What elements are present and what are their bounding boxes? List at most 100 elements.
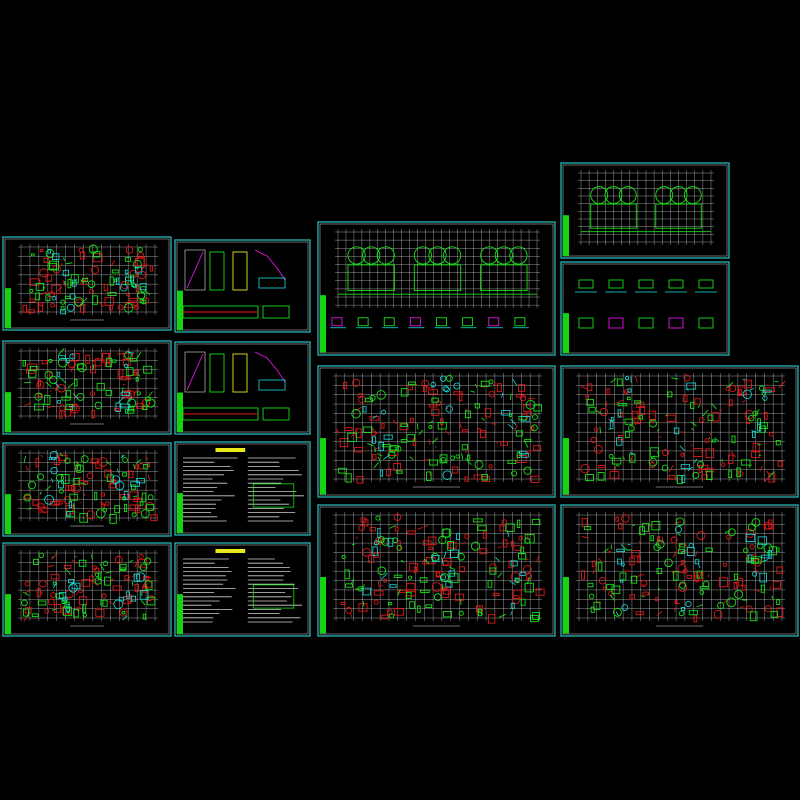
plan-element	[705, 448, 715, 459]
plan-element	[678, 543, 686, 548]
plan-element	[696, 570, 703, 579]
drawing-sheet-plan-2[interactable]	[2, 340, 172, 435]
plan-element	[74, 379, 78, 387]
plan-element	[142, 613, 146, 620]
plan-element	[381, 537, 390, 546]
plan-element	[24, 381, 32, 384]
plan-element	[448, 573, 459, 584]
plan-element	[593, 444, 603, 454]
plan-element	[73, 609, 79, 618]
plan-element	[150, 514, 158, 522]
plan-element	[465, 450, 470, 453]
plan-element	[659, 436, 662, 438]
plan-element	[71, 559, 79, 565]
drawing-sheet-detail-2[interactable]	[174, 341, 311, 435]
title-block-strip	[5, 594, 11, 635]
footing-outline	[347, 264, 395, 291]
plan-element	[400, 559, 405, 563]
plan-element	[615, 611, 619, 616]
plan-element	[524, 533, 535, 544]
plan-element	[629, 452, 636, 456]
drawing-sheet-detail-1[interactable]	[174, 239, 311, 333]
stair-detail	[258, 379, 286, 391]
plan-element	[22, 591, 30, 596]
plan-element	[408, 381, 416, 386]
plan-element	[649, 447, 659, 458]
legend-table	[252, 584, 295, 609]
plan-element	[356, 476, 364, 484]
plan-element	[36, 473, 44, 481]
drawing-sheet-plan-wide-1[interactable]	[317, 365, 556, 498]
plan-element	[762, 559, 769, 562]
sheet-border	[174, 441, 311, 536]
plan-element	[51, 284, 61, 294]
plan-element	[400, 388, 409, 397]
title-block-strip	[5, 494, 11, 535]
plan-element	[776, 607, 784, 617]
drawing-sheet-foundation-plan-small[interactable]	[560, 162, 730, 259]
plan-element	[119, 283, 128, 292]
plan-element	[361, 584, 365, 590]
plan-element	[59, 410, 63, 419]
plan-element	[39, 579, 47, 588]
plan-element	[431, 408, 440, 416]
footing-detail	[698, 279, 714, 289]
section-detail	[409, 317, 421, 327]
plan-element	[656, 536, 661, 542]
plan-element	[53, 604, 62, 613]
plan-element	[602, 548, 609, 553]
plan-element	[584, 526, 592, 531]
plan-element	[523, 404, 531, 412]
plan-element	[99, 501, 107, 506]
drawing-sheet-plan-wide-4[interactable]	[560, 504, 799, 637]
drawing-sheet-plan-4[interactable]	[2, 542, 172, 637]
plan-element	[145, 456, 149, 461]
drawing-sheet-plan-wide-2[interactable]	[560, 365, 799, 498]
plan-element	[407, 575, 413, 580]
plan-element	[365, 397, 373, 403]
plan-element	[678, 581, 687, 589]
plan-element	[379, 469, 384, 477]
plan-element	[139, 590, 149, 600]
plan-element	[672, 550, 677, 558]
plan-element	[624, 430, 630, 439]
plan-element	[39, 491, 42, 495]
plan-element	[612, 607, 622, 617]
plan-element	[96, 383, 105, 391]
plan-element	[662, 449, 670, 457]
drawing-sheet-notes-1[interactable]	[174, 441, 311, 536]
plan-element	[122, 457, 128, 463]
footing-outline	[347, 246, 366, 265]
drawing-sheet-plan-wide-3[interactable]	[317, 504, 556, 637]
title-block-strip	[177, 290, 183, 331]
drawing-sheet-plan-3[interactable]	[2, 442, 172, 537]
drawing-sheet-notes-2[interactable]	[174, 542, 311, 637]
sheet-inner-border	[319, 506, 554, 635]
plan-element	[429, 404, 438, 408]
plan-element	[502, 539, 508, 548]
plan-element	[371, 431, 376, 436]
plan-element	[120, 376, 127, 381]
plan-element	[27, 481, 36, 490]
drawing-sheet-foundation-details[interactable]	[560, 261, 730, 356]
plan-element	[135, 377, 139, 382]
plan-element	[733, 573, 738, 581]
footing-outline	[590, 186, 609, 204]
plan-element	[440, 375, 447, 382]
drawing-sheet-plan-1[interactable]	[2, 236, 172, 331]
plan-element	[668, 465, 674, 473]
plan-element	[709, 433, 712, 436]
plan-element	[470, 541, 481, 551]
plan-element	[90, 265, 100, 274]
footing-outline	[413, 246, 432, 265]
plan-element	[616, 548, 626, 552]
plan-element	[139, 283, 147, 291]
plan-element	[344, 569, 350, 580]
plan-element	[137, 247, 143, 253]
plan-element	[650, 535, 654, 542]
plan-element	[597, 472, 605, 481]
plan-element	[373, 599, 379, 605]
plan-element	[588, 593, 595, 600]
drawing-sheet-foundation-plan[interactable]	[317, 221, 556, 356]
sheet-inner-border	[319, 367, 554, 496]
